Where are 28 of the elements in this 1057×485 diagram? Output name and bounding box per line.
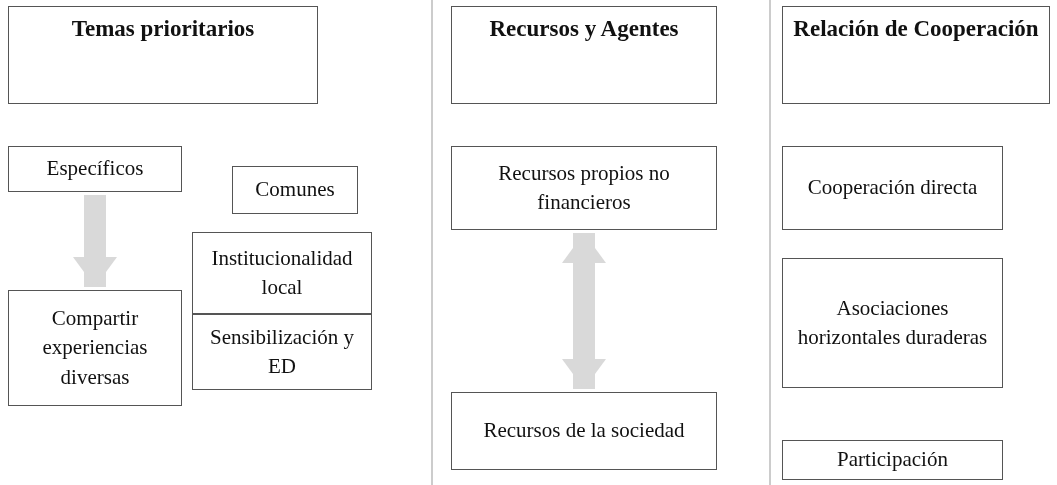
block-arrow <box>73 195 117 287</box>
box-text: Recursos de la sociedad <box>483 417 685 445</box>
box-text: Recursos propios no financieros <box>497 159 671 216</box>
topic-box <box>8 146 182 192</box>
cooperation-box <box>782 146 1003 230</box>
heading-text: Temas prioritarios <box>71 15 255 43</box>
resource-box <box>451 146 717 230</box>
cooperation-box <box>782 258 1003 388</box>
box-text: Sensibilización y ED <box>208 323 356 380</box>
heading-text: Relación de Cooperación <box>793 15 1039 43</box>
heading-box <box>782 6 1050 104</box>
block-arrow <box>562 233 606 389</box>
heading-box <box>451 6 717 104</box>
resource-box <box>451 392 717 470</box>
box-text: Participación <box>837 446 948 474</box>
topic-box <box>8 290 182 406</box>
box-text: Asociaciones horizontales duraderas <box>796 294 989 351</box>
cooperation-box <box>782 440 1003 480</box>
topic-box <box>192 232 372 314</box>
topic-box <box>192 314 372 390</box>
box-text: Específicos <box>46 155 144 183</box>
box-text: Institucionalidad local <box>210 244 354 301</box>
heading-text: Recursos y Agentes <box>489 15 679 43</box>
box-text: Cooperación directa <box>807 174 978 202</box>
box-text: Comunes <box>255 176 335 204</box>
topic-box <box>232 166 358 214</box>
heading-box <box>8 6 318 104</box>
box-text: Compartir experiencias diversas <box>41 304 149 391</box>
